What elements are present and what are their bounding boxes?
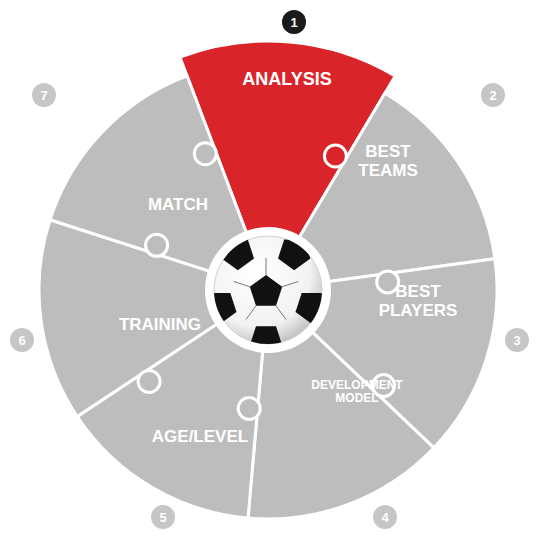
piece-text: TRAINING <box>110 316 210 335</box>
ball-patch <box>278 239 310 270</box>
ball-seams <box>234 258 299 320</box>
piece-text: ANALYSIS <box>222 70 352 90</box>
puzzle-piece <box>248 331 434 519</box>
puzzle-knob <box>146 234 168 256</box>
puzzle-pieces <box>39 41 497 519</box>
callout-number: 2 <box>481 83 505 107</box>
callout-number: 3 <box>505 328 529 352</box>
callout-number: 4 <box>373 505 397 529</box>
callout-number: 6 <box>10 328 34 352</box>
puzzle-piece-label: MATCH <box>133 196 223 215</box>
puzzle-knob <box>238 398 260 420</box>
ball-patch <box>222 239 254 270</box>
puzzle-piece-label: AGE/LEVEL <box>145 428 255 447</box>
puzzle-knob <box>138 371 160 393</box>
highlight-piece-label: ANALYSIS <box>222 70 352 90</box>
puzzle-piece-label: BEST TEAMS <box>348 143 428 180</box>
callout-number: 7 <box>32 83 56 107</box>
callout-number: 1 <box>282 10 306 34</box>
puzzle-piece <box>50 76 247 272</box>
ball-patch <box>250 326 282 357</box>
ball-patches <box>204 239 328 357</box>
piece-text: MATCH <box>133 196 223 215</box>
ball-patch <box>204 293 236 324</box>
puzzle-knob <box>194 143 216 165</box>
puzzle-piece-label: BEST PLAYERS <box>373 283 463 320</box>
puzzle-knob <box>324 145 346 167</box>
puzzle-piece-label: TRAINING <box>110 316 210 335</box>
piece-text: BEST PLAYERS <box>373 283 463 320</box>
piece-text: DEVELOPMENT MODEL <box>307 379 407 405</box>
puzzle-piece <box>299 93 495 282</box>
ball-patch <box>250 275 282 306</box>
puzzle-piece-label: DEVELOPMENT MODEL <box>307 379 407 405</box>
callout-number: 5 <box>151 505 175 529</box>
ball-patch <box>296 293 328 324</box>
piece-text: AGE/LEVEL <box>145 428 255 447</box>
piece-text: BEST TEAMS <box>348 143 428 180</box>
